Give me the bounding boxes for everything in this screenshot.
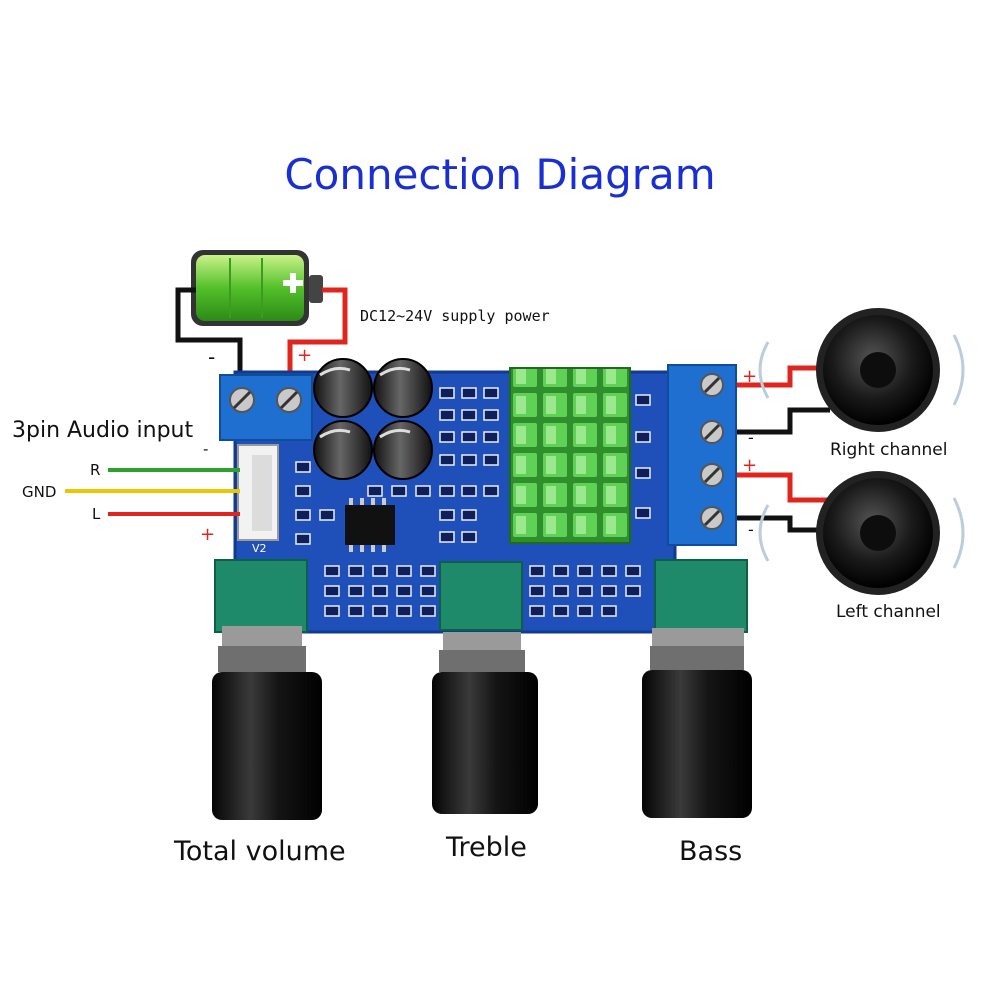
right-plus-label: + <box>742 366 758 387</box>
speaker-terminal-block <box>667 364 737 546</box>
right-speaker-wire-negative <box>737 407 830 435</box>
audio-connector <box>237 444 279 541</box>
amplifier-chip <box>345 498 395 552</box>
power-wire-positive <box>287 287 348 390</box>
left-plus-label: + <box>742 455 758 476</box>
left-channel-label: Left channel <box>836 602 941 622</box>
right-channel-label: Right channel <box>830 440 948 460</box>
volume-knob-label: Total volume <box>174 836 346 867</box>
bass-potentiometer <box>642 559 752 818</box>
audio-plus-label: + <box>200 524 216 545</box>
diagram-title: Connection Diagram <box>284 150 716 199</box>
power-minus-label: - <box>208 345 216 369</box>
bass-knob-label: Bass <box>679 836 743 867</box>
audio-pin-l: L <box>92 505 101 523</box>
right-speaker-icon <box>758 308 965 432</box>
treble-knob-label: Treble <box>446 832 527 863</box>
left-speaker-wire-positive <box>737 472 830 503</box>
power-wire-negative <box>175 287 243 390</box>
battery-icon <box>191 250 323 326</box>
audio-minus-label: - <box>203 440 209 458</box>
power-supply-label: DC12~24V supply power <box>360 307 550 325</box>
audio-input-label: 3pin Audio input <box>12 418 194 443</box>
power-plus-label: + <box>297 345 313 366</box>
capacitors <box>313 358 433 480</box>
treble-potentiometer <box>432 561 538 814</box>
left-speaker-icon <box>758 471 965 595</box>
volume-potentiometer <box>212 559 322 820</box>
board-marking: V2 <box>252 542 267 555</box>
power-terminal-block <box>219 374 313 441</box>
audio-pin-gnd: GND <box>22 483 57 501</box>
smd-components <box>295 387 651 617</box>
left-minus-label: - <box>748 520 754 539</box>
right-minus-label: - <box>748 428 754 447</box>
heatsink <box>509 367 631 544</box>
audio-pin-r: R <box>90 461 101 479</box>
